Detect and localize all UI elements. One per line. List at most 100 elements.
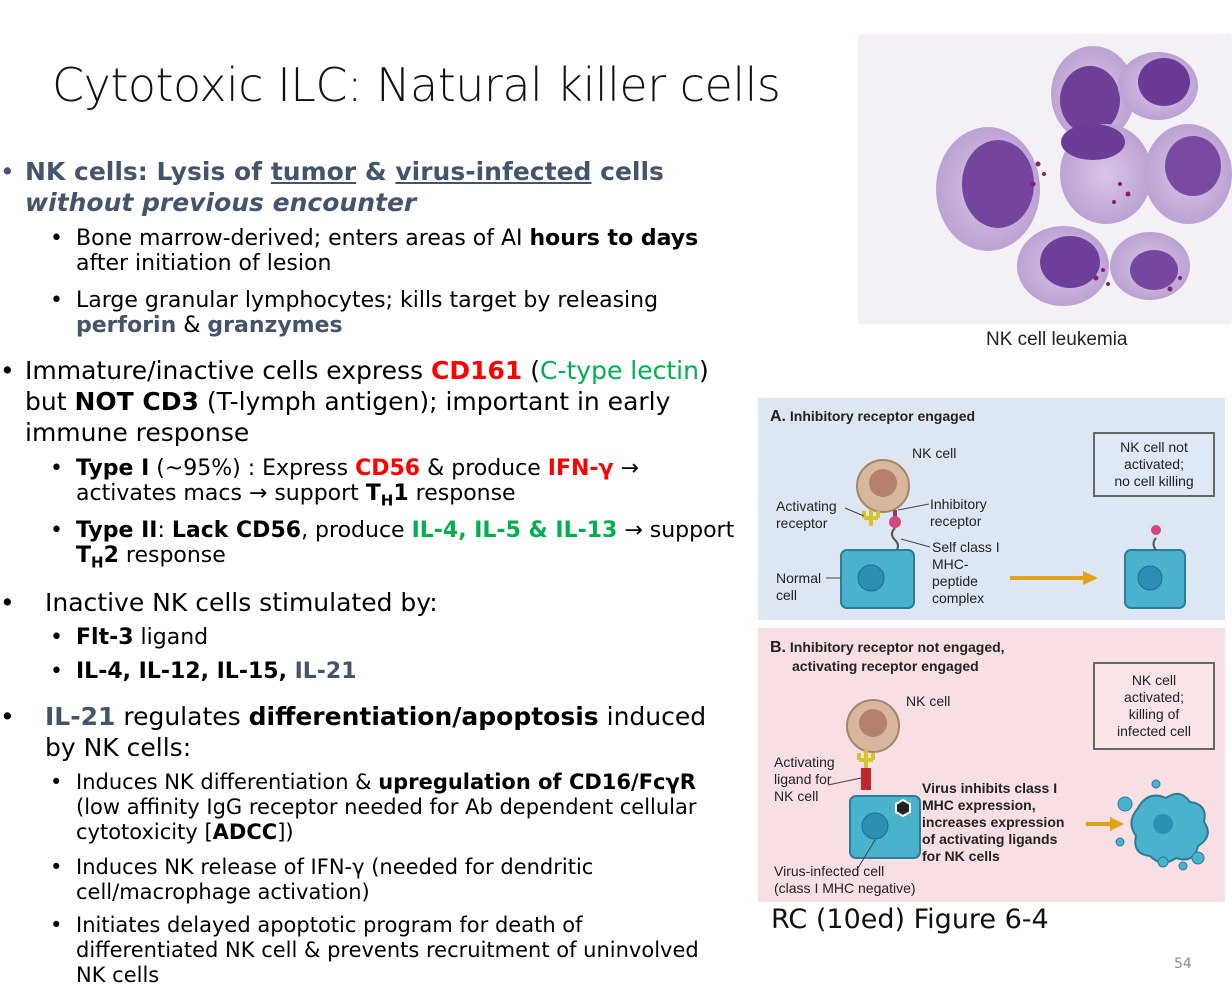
sub-bullet: • IL-4, IL-12, IL-15, IL-21 bbox=[50, 659, 740, 684]
lysed-cell-nucleus bbox=[1153, 814, 1173, 834]
bullet-dot: • bbox=[50, 288, 63, 313]
bullet-text: Large granular lymphocytes; kills target… bbox=[76, 288, 659, 313]
bullet-text: without previous encounter bbox=[25, 188, 417, 217]
bullet-inactive-nk: • Inactive NK cells stimulated by: bbox=[0, 587, 720, 618]
bullet-text: ) but bbox=[25, 356, 709, 416]
label-line: receptor bbox=[776, 515, 828, 531]
bullet-text: & produce bbox=[420, 456, 548, 481]
bullet-text: Induces NK differentiation & bbox=[76, 770, 379, 794]
bullet-text: & bbox=[176, 313, 208, 338]
label-line: peptide bbox=[932, 573, 978, 589]
inhibitory-receptor-head bbox=[1151, 525, 1161, 535]
bullet-text: Initiates delayed apoptotic program for … bbox=[76, 913, 699, 987]
bullet-text: CD56 bbox=[355, 456, 421, 481]
bullet-text: Immature/inactive cells express bbox=[25, 356, 432, 385]
bullet-text: Flt-3 bbox=[76, 625, 134, 650]
result-box-not-activated: NK cell not activated; no cell killing bbox=[1093, 432, 1215, 497]
bullet-text: IFN-γ bbox=[547, 456, 614, 481]
panel-a-diagram bbox=[826, 459, 1186, 609]
micrograph-image bbox=[858, 34, 1232, 324]
nk-nucleus bbox=[859, 709, 887, 737]
label-line: killing of bbox=[1128, 706, 1180, 722]
bullet-text: NK cells: Lysis of bbox=[25, 157, 271, 186]
label-line: activated; bbox=[1124, 689, 1184, 705]
label-line: for NK cells bbox=[922, 848, 1000, 864]
cell-fragment bbox=[1117, 796, 1133, 812]
panel-letter: A. bbox=[770, 408, 786, 425]
leader-line bbox=[827, 777, 862, 786]
label-line: MHC expression, bbox=[922, 797, 1036, 813]
bullet-text: Inactive NK cells stimulated by: bbox=[45, 588, 438, 617]
panel-b-heading: B. Inhibitory receptor not engaged, acti… bbox=[770, 638, 1005, 675]
bullet-text: upregulation of CD16/FcγR bbox=[378, 770, 696, 794]
label-line: NK cell bbox=[1131, 672, 1177, 688]
label-inhibitory-receptor: Inhibitory receptor bbox=[930, 496, 987, 530]
bullet-text: CD161 bbox=[431, 356, 523, 385]
panel-b-diagram bbox=[827, 699, 1209, 871]
bullet-text: T bbox=[365, 481, 381, 506]
label-nk-cell: NK cell bbox=[906, 693, 951, 709]
bullet-text: ligand bbox=[133, 625, 209, 650]
self-mhc-icon bbox=[1152, 537, 1157, 551]
bullet-text: NOT CD3 bbox=[74, 387, 199, 416]
cell-fragment bbox=[1191, 851, 1205, 865]
sub-bullet: • Flt-3 ligand bbox=[50, 625, 740, 650]
sub-bullet: • Induces NK release of IFN-γ (needed fo… bbox=[50, 855, 722, 905]
bullet-text: Type II bbox=[76, 518, 158, 543]
label-line: NK cell bbox=[774, 788, 819, 804]
label-line: (class I MHC negative) bbox=[774, 880, 916, 896]
bullet-text: Induces NK release of IFN-γ (needed for … bbox=[76, 855, 594, 904]
bullet-text: Lack CD56 bbox=[171, 518, 302, 543]
self-mhc-icon bbox=[891, 527, 899, 553]
label-line: Virus inhibits class I bbox=[922, 780, 1058, 796]
normal-cell-nucleus bbox=[857, 564, 885, 592]
leader-line bbox=[900, 538, 931, 548]
bullet-text: virus-infected bbox=[395, 157, 592, 186]
bullet-dot: • bbox=[50, 913, 63, 937]
bullet-text: IL-4, IL-5 & IL-13 bbox=[411, 518, 618, 543]
activating-receptor-icon bbox=[862, 510, 880, 526]
bullet-text: response bbox=[408, 481, 516, 506]
leader-line bbox=[897, 503, 930, 511]
bullet-text: H bbox=[91, 553, 104, 572]
figure-panel-b: B. Inhibitory receptor not engaged, acti… bbox=[758, 628, 1225, 902]
bullet-text: cells bbox=[591, 157, 664, 186]
bullet-text: (low affinity IgG receptor needed for Ab… bbox=[76, 795, 697, 844]
bullet-dot: • bbox=[0, 356, 15, 385]
bullet-text: granzymes bbox=[207, 313, 343, 338]
bullet-dot: • bbox=[0, 702, 15, 731]
panel-heading-text: Inhibitory receptor engaged bbox=[789, 408, 976, 424]
label-line: of activating ligands bbox=[922, 831, 1058, 847]
activating-ligand-icon bbox=[861, 768, 871, 790]
bullet-dot: • bbox=[50, 659, 63, 684]
bullet-text: IL-21 bbox=[45, 702, 116, 731]
leader-line bbox=[857, 839, 876, 869]
label-line: cell bbox=[776, 587, 798, 603]
bullet-dot: • bbox=[50, 518, 63, 543]
bullet-text: ]) bbox=[277, 820, 294, 844]
virus-icon bbox=[895, 798, 911, 818]
bullet-text: ADCC bbox=[212, 820, 278, 844]
bullet-text: hours to days bbox=[529, 226, 699, 251]
cell-fragment bbox=[1178, 861, 1188, 871]
bullet-text: C-type lectin bbox=[540, 356, 699, 385]
bullet-dot: • bbox=[0, 157, 15, 186]
infected-cell-nucleus bbox=[861, 812, 889, 840]
bullet-text: 2 bbox=[103, 543, 119, 568]
bullet-text: & bbox=[356, 157, 396, 186]
normal-cell-nucleus bbox=[1137, 565, 1163, 591]
panel-heading-text: activating receptor engaged bbox=[792, 658, 979, 674]
label-activating-ligand: Activating ligand for NK cell bbox=[774, 754, 835, 805]
leader-line bbox=[844, 507, 865, 517]
bullet-text: induced by NK cells: bbox=[45, 702, 707, 762]
label-line: infected cell bbox=[1117, 723, 1191, 739]
sub-bullet: • Type II: Lack CD56, produce IL-4, IL-5… bbox=[50, 518, 740, 575]
bullet-text: after initiation of lesion bbox=[76, 251, 332, 276]
arrow-head bbox=[1110, 817, 1124, 831]
label-line: Self class I bbox=[932, 539, 1000, 555]
sub-bullet: • Induces NK differentiation & upregulat… bbox=[50, 770, 722, 845]
bullet-text: T bbox=[76, 543, 92, 568]
panel-a-heading: A. Inhibitory receptor engaged bbox=[770, 408, 975, 426]
nk-nucleus bbox=[869, 469, 897, 497]
bullet-dot: • bbox=[50, 226, 63, 251]
